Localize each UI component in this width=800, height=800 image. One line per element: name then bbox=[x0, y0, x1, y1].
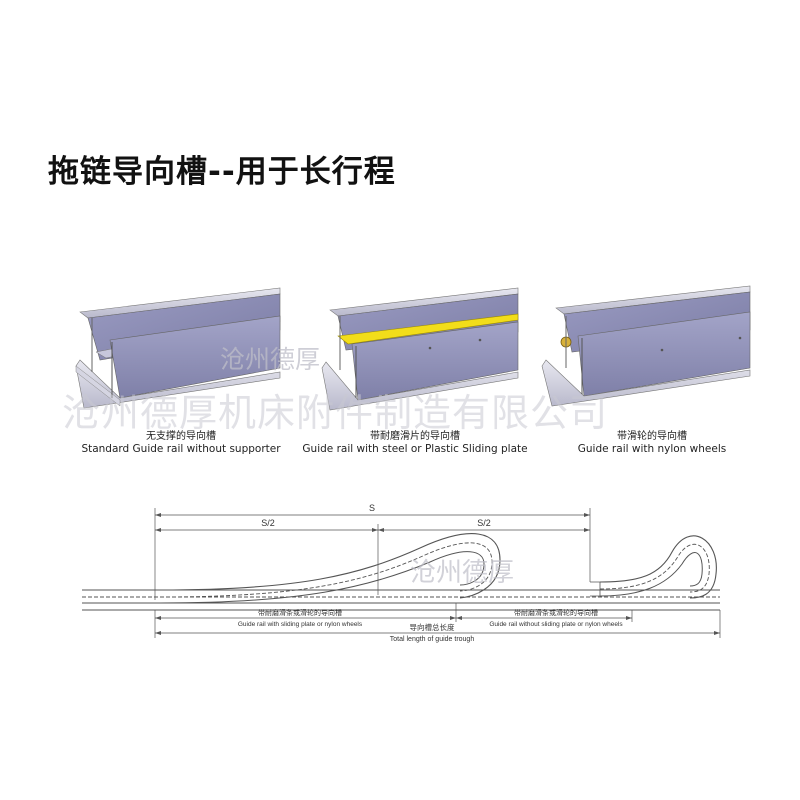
rail-nylon-wheels-illustration bbox=[541, 285, 751, 407]
product-name-zh: 带滑轮的导向槽 bbox=[617, 431, 687, 442]
product-name-en: Standard Guide rail without supporter bbox=[81, 443, 281, 455]
rail-sliding-plate-illustration bbox=[321, 287, 519, 411]
total-length-label-zh: 导向槽总长度 bbox=[410, 622, 455, 632]
watermark-large: 沧州德厚机床附件制造有限公司 bbox=[62, 391, 609, 435]
watermark-small-diagram: 沧州德厚 bbox=[410, 558, 515, 588]
dimension-half-left-label: S/2 bbox=[261, 518, 275, 528]
page-title: 拖链导向槽--用于长行程 bbox=[48, 154, 396, 190]
right-section-label-zh: 带耐磨滑条或滑轮的导向槽 bbox=[514, 608, 598, 617]
product-caption-standard: 无支撑的导向槽 Standard Guide rail without supp… bbox=[76, 430, 286, 456]
left-section-label-zh: 带耐磨滑条或滑轮的导向槽 bbox=[258, 608, 342, 617]
stroke-diagram bbox=[82, 508, 721, 638]
product-name-en: Guide rail with steel or Plastic Sliding… bbox=[302, 443, 528, 455]
dimension-s-label: S bbox=[369, 503, 375, 513]
left-section-label-en: Guide rail with sliding plate or nylon w… bbox=[238, 621, 363, 628]
watermark-small-top: 沧州德厚 bbox=[220, 345, 321, 374]
product-name-zh: 带耐磨滑片的导向槽 bbox=[370, 431, 460, 442]
right-section-label-en: Guide rail without sliding plate or nylo… bbox=[489, 621, 623, 628]
product-caption-nylon-wheels: 带滑轮的导向槽 Guide rail with nylon wheels bbox=[552, 430, 752, 456]
dimension-half-right-label: S/2 bbox=[477, 518, 491, 528]
sliding-plate bbox=[337, 313, 519, 345]
total-length-label-en: Total length of guide trough bbox=[390, 636, 475, 643]
product-caption-sliding-plate: 带耐磨滑片的导向槽 Guide rail with steel or Plast… bbox=[300, 430, 530, 456]
rail-standard-illustration bbox=[75, 287, 281, 409]
product-name-en: Guide rail with nylon wheels bbox=[577, 443, 727, 455]
product-name-zh: 无支撑的导向槽 bbox=[146, 431, 216, 442]
